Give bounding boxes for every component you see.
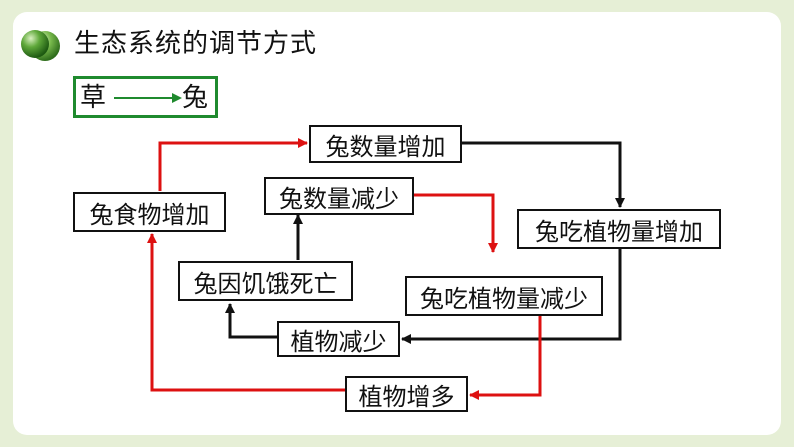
node-rabbit-food-increase: 兔食物增加 xyxy=(73,192,226,232)
node-plants-increase: 植物增多 xyxy=(345,376,468,412)
food-chain-box: 草 兔 xyxy=(73,76,218,118)
green-bubbles-icon xyxy=(21,30,60,61)
arrow-count-decrease-to-eats-decrease xyxy=(413,193,498,253)
node-rabbit-eats-plants-decrease: 兔吃植物量减少 xyxy=(405,276,603,316)
food-chain-consumer: 兔 xyxy=(182,83,209,113)
arrow-count-increase-to-eats-increase xyxy=(461,141,625,208)
arrow-eats-increase-to-plants-decrease xyxy=(401,247,622,344)
page-title: 生态系统的调节方式 xyxy=(74,29,318,59)
node-rabbit-count-increase: 兔数量增加 xyxy=(309,125,462,163)
arrow-plants-increase-to-food-increase xyxy=(147,233,345,392)
node-rabbit-count-decrease: 兔数量减少 xyxy=(264,177,414,215)
arrow-food-increase-to-count-increase xyxy=(158,138,308,191)
node-plants-decrease: 植物减少 xyxy=(277,321,400,357)
arrow-eats-decrease-to-plants-increase xyxy=(469,315,542,400)
arrow-plants-decrease-to-starvation xyxy=(225,303,278,339)
node-rabbit-starvation: 兔因饥饿死亡 xyxy=(178,261,353,301)
node-rabbit-eats-plants-increase: 兔吃植物量增加 xyxy=(517,209,721,249)
food-chain-producer: 草 xyxy=(80,83,107,113)
food-chain-arrow-icon xyxy=(114,93,182,103)
